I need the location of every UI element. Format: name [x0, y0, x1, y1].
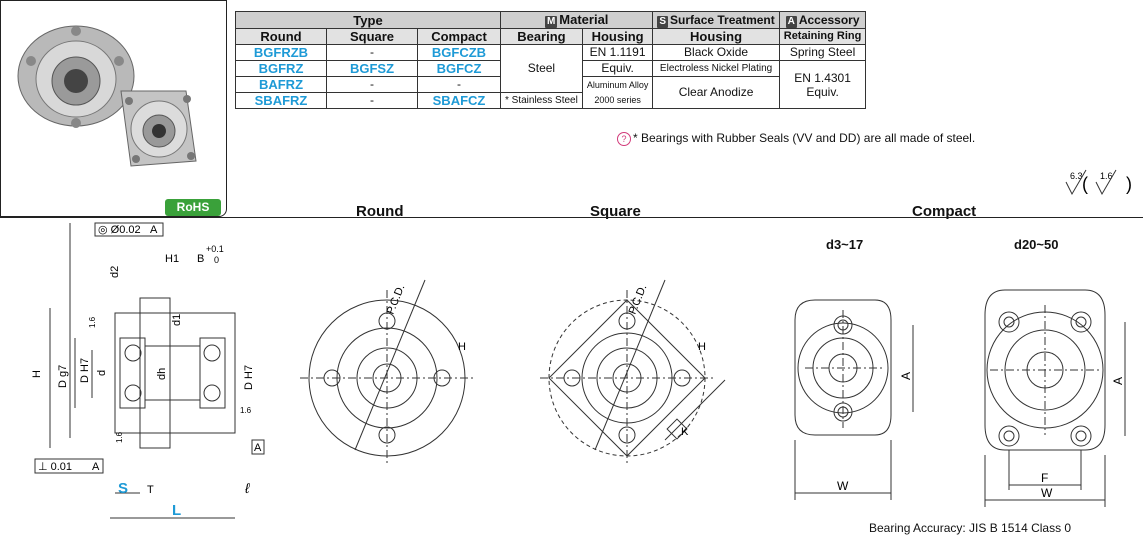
svg-text:F: F: [1041, 471, 1048, 485]
round-view-title: Round: [356, 203, 404, 220]
svg-text:A: A: [150, 224, 158, 236]
b-label: B: [197, 253, 204, 265]
bearing-accuracy-note: Bearing Accuracy: JIS B 1514 Class 0: [869, 521, 1072, 535]
table-row: SBAFRZ - SBAFCZ * Stainless Steel: [235, 92, 866, 109]
compact-small-view: W A: [794, 299, 914, 500]
dh7-left-label: D H7: [79, 358, 91, 383]
table-row: BGFRZB - BGFCZB Steel EN 1.1191 Black Ox…: [235, 44, 867, 93]
surface-roughness-symbol: 6.3 ( 1.6 ): [1065, 169, 1132, 196]
svg-text:A: A: [254, 442, 262, 454]
svg-text:W: W: [837, 479, 849, 493]
round-view: P.C.D. H: [300, 279, 475, 465]
surface-anodize: Clear Anodize: [652, 76, 780, 109]
h-label: H: [31, 370, 43, 378]
svg-text:H: H: [458, 341, 466, 353]
table-row: BGFRZ BGFSZ BGFCZ Equiv. Electroless Nic…: [235, 60, 867, 109]
svg-text:0: 0: [214, 255, 219, 265]
dg7-label: D g7: [57, 365, 69, 388]
material-marker: M: [544, 16, 558, 28]
d1-label: d1: [171, 314, 183, 326]
housing-en: EN 1.1191: [581, 44, 654, 61]
t-label: T: [147, 484, 154, 496]
surface-nickel: Electroless Nickel Plating: [652, 60, 780, 77]
type-header: Type: [235, 11, 501, 29]
rubber-seal-note: ?* Bearings with Rubber Seals (VV and DD…: [617, 131, 975, 146]
col-compact: Compact: [417, 28, 501, 45]
svg-text:1.6: 1.6: [115, 431, 124, 443]
compact-large-title: d20~50: [1014, 237, 1059, 252]
dh7-right-label: D H7: [243, 365, 255, 390]
d-label: d: [96, 370, 108, 376]
concentricity-label: ◎ Ø0.02: [98, 224, 141, 236]
surface-marker: S: [657, 15, 669, 28]
svg-text:A: A: [92, 461, 100, 473]
compact-view-title: Compact: [912, 203, 977, 220]
svg-text:W: W: [1041, 486, 1053, 500]
svg-text:): ): [1126, 174, 1132, 194]
square-flange-bearing-image: [120, 90, 197, 167]
compact-large-view: F W A: [984, 289, 1126, 507]
svg-text:6.3: 6.3: [1070, 171, 1083, 181]
svg-text:(: (: [1082, 174, 1088, 194]
s-label: S: [118, 480, 128, 497]
l-label: L: [172, 502, 181, 519]
col-bearing: Bearing: [500, 28, 583, 45]
ell-label: ℓ: [244, 480, 250, 496]
caution-icon: ?: [617, 131, 631, 146]
svg-text:1.6: 1.6: [88, 316, 97, 328]
svg-text:A: A: [1111, 377, 1125, 385]
ring-spring: Spring Steel: [778, 44, 867, 61]
d2-label: d2: [109, 266, 121, 278]
product-photo: RoHS: [0, 0, 227, 217]
round-flange-bearing-image: [17, 25, 135, 128]
drawing-frame: [0, 217, 1143, 542]
svg-text:+0.1: +0.1: [206, 244, 224, 254]
housing-equiv: Equiv.: [581, 60, 654, 77]
col-surface-housing: Housing: [652, 28, 780, 45]
col-round: Round: [235, 28, 327, 45]
section-drawing: ◎ Ø0.02 A H1 B +0.1 0 d2 d1 H D g7 D H7 …: [31, 222, 265, 519]
pcd-label-square: P.C.D.: [627, 283, 650, 316]
h1-label: H1: [165, 253, 179, 265]
surface-black: Black Oxide: [652, 44, 780, 61]
square-view-title: Square: [590, 203, 641, 220]
bearing-steel: Steel: [500, 44, 583, 93]
rohs-badge: RoHS: [165, 199, 221, 216]
svg-text:H: H: [698, 341, 706, 353]
bearing-stainless: * Stainless Steel: [500, 92, 583, 109]
dh-label: dh: [156, 368, 168, 380]
svg-text:A: A: [899, 372, 913, 380]
accessory-marker: A: [785, 15, 797, 28]
col-housing: Housing: [581, 28, 654, 45]
product-image: [17, 25, 197, 167]
svg-text:K: K: [681, 426, 689, 438]
square-view: P.C.D. H K: [540, 279, 726, 465]
col-retaining-ring: Retaining Ring: [778, 28, 867, 45]
compact-small-title: d3~17: [826, 237, 864, 252]
col-square: Square: [326, 28, 418, 45]
perpendicular-label: ⊥ 0.01: [38, 461, 72, 473]
svg-text:1.6: 1.6: [1100, 171, 1113, 181]
svg-text:1.6: 1.6: [240, 406, 252, 415]
